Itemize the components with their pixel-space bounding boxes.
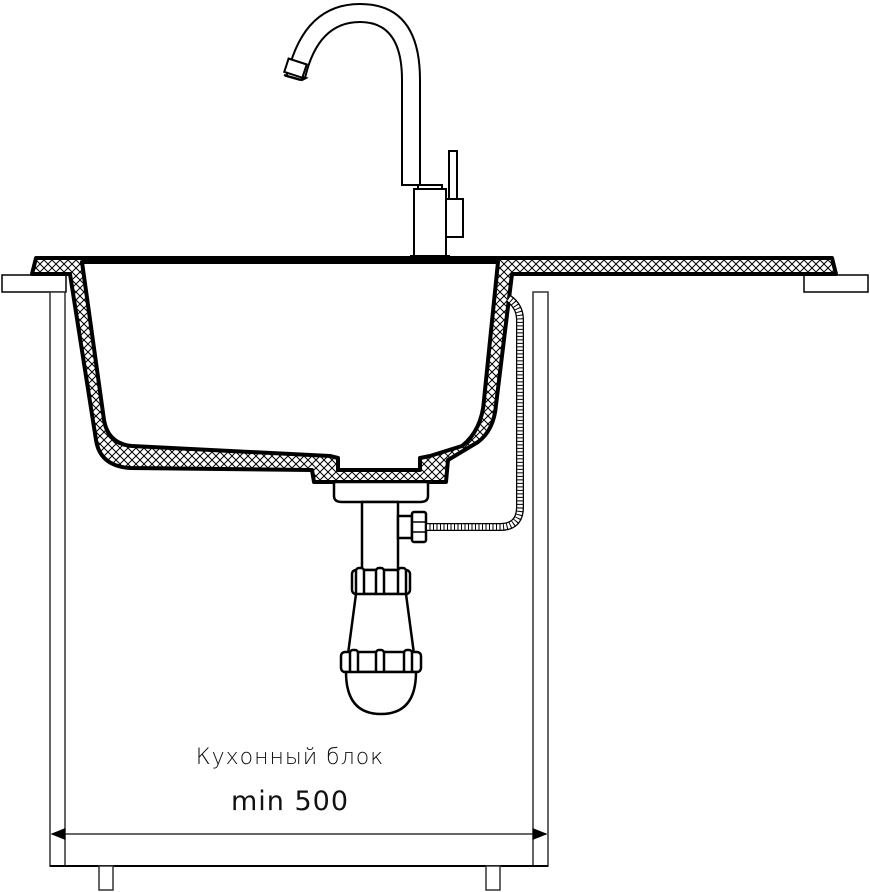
cabinet-leg-right	[485, 865, 501, 891]
cabinet-leg-left	[98, 865, 114, 891]
countertop-left	[1, 274, 67, 293]
min-width-label: min 500	[230, 786, 350, 817]
faucet	[283, 2, 464, 260]
siphon-trap	[339, 500, 428, 716]
cabinet-side-left	[49, 291, 66, 867]
cabinet-label: Кухонный блок	[195, 745, 385, 770]
cabinet-side-right	[532, 291, 549, 867]
sink-bowl	[30, 256, 838, 484]
overflow-hose	[426, 294, 524, 531]
cabinet	[49, 291, 549, 891]
countertop-right	[803, 274, 869, 293]
drain-strainer	[332, 480, 430, 504]
